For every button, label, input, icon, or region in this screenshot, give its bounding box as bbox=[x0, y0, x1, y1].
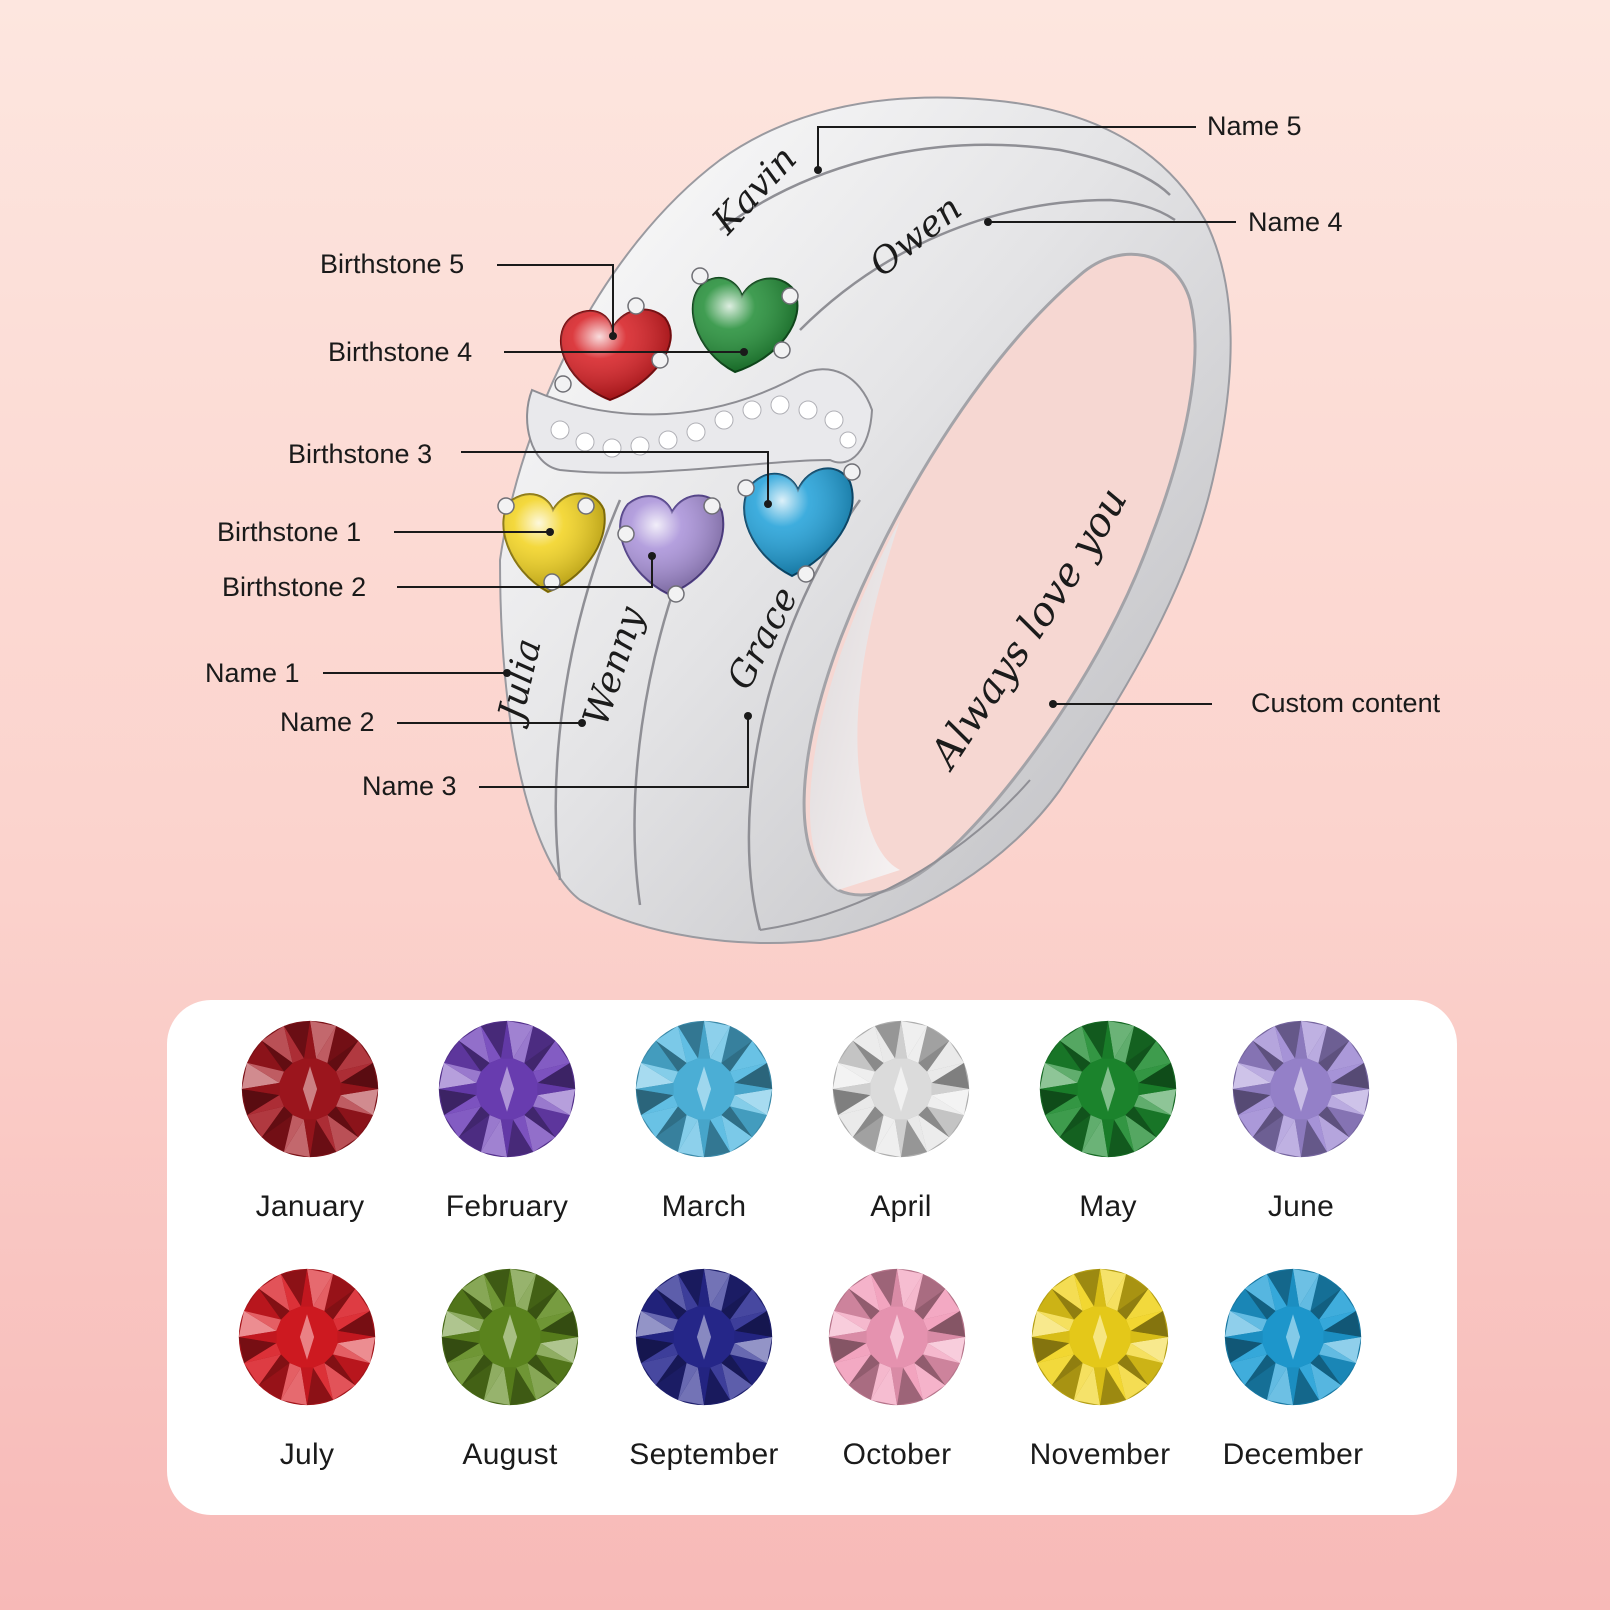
birthstone-april: April bbox=[801, 1018, 1001, 1224]
callout-birthstone-1: Birthstone 1 bbox=[217, 517, 362, 547]
birthstone-may: May bbox=[1008, 1018, 1208, 1224]
month-label: October bbox=[842, 1438, 952, 1471]
month-label: April bbox=[870, 1190, 932, 1223]
callout-custom-content: Custom content bbox=[1251, 688, 1441, 718]
birthstone-2-gem bbox=[619, 494, 725, 596]
callout-leader-lines bbox=[323, 126, 1236, 788]
month-label: May bbox=[1079, 1190, 1137, 1223]
february-gem-icon bbox=[438, 1020, 576, 1158]
november-gem-icon bbox=[1031, 1268, 1169, 1406]
july-gem-icon bbox=[238, 1268, 376, 1406]
month-label: January bbox=[255, 1190, 365, 1223]
birthstone-august: August bbox=[410, 1266, 610, 1472]
month-label: September bbox=[629, 1438, 779, 1471]
callout-birthstone-2: Birthstone 2 bbox=[222, 572, 367, 602]
birthstone-december: December bbox=[1193, 1266, 1393, 1472]
december-gem-icon bbox=[1224, 1268, 1362, 1406]
birthstone-february: February bbox=[407, 1018, 607, 1224]
callout-anchor-dots bbox=[503, 166, 1057, 727]
june-gem-icon bbox=[1232, 1020, 1370, 1158]
callout-name-4: Name 4 bbox=[1248, 207, 1343, 237]
birthstone-october: October bbox=[797, 1266, 997, 1472]
birthstone-june: June bbox=[1201, 1018, 1401, 1224]
month-label: August bbox=[462, 1438, 558, 1471]
august-gem-icon bbox=[441, 1268, 579, 1406]
birthstone-january: January bbox=[210, 1018, 410, 1224]
march-gem-icon bbox=[635, 1020, 773, 1158]
birthstone-september: September bbox=[604, 1266, 804, 1472]
birthstone-november: November bbox=[1000, 1266, 1200, 1472]
gem-prongs bbox=[497, 267, 861, 603]
callout-birthstone-3: Birthstone 3 bbox=[288, 439, 433, 469]
birthstone-5-gem bbox=[559, 308, 672, 402]
birthstone-chart-panel: January February March April May June Ju… bbox=[167, 1000, 1457, 1515]
october-gem-icon bbox=[828, 1268, 966, 1406]
callout-name-3: Name 3 bbox=[362, 771, 457, 801]
ring-illustration: Julia Wenny Grace Owen Kavin Always love… bbox=[323, 96, 1236, 945]
september-gem-icon bbox=[635, 1268, 773, 1406]
birthstone-july: July bbox=[207, 1266, 407, 1472]
may-gem-icon bbox=[1039, 1020, 1177, 1158]
birthstone-1-gem bbox=[502, 492, 606, 594]
month-label: March bbox=[661, 1190, 747, 1223]
month-label: July bbox=[279, 1438, 335, 1471]
month-label: November bbox=[1029, 1438, 1171, 1471]
month-label: June bbox=[1267, 1190, 1335, 1223]
month-label: February bbox=[445, 1190, 569, 1223]
callout-name-2: Name 2 bbox=[280, 707, 375, 737]
callout-name-1: Name 1 bbox=[205, 658, 300, 688]
callout-birthstone-4: Birthstone 4 bbox=[328, 337, 473, 367]
pave-diamond-band bbox=[526, 368, 874, 474]
callout-birthstone-5: Birthstone 5 bbox=[320, 249, 465, 279]
birthstone-4-gem bbox=[691, 277, 799, 374]
april-gem-icon bbox=[832, 1020, 970, 1158]
ring-body bbox=[498, 96, 1232, 945]
january-gem-icon bbox=[241, 1020, 379, 1158]
callout-name-5: Name 5 bbox=[1207, 111, 1302, 141]
month-label: December bbox=[1222, 1438, 1364, 1471]
birthstone-3-gem bbox=[743, 467, 854, 578]
birthstone-march: March bbox=[604, 1018, 804, 1224]
